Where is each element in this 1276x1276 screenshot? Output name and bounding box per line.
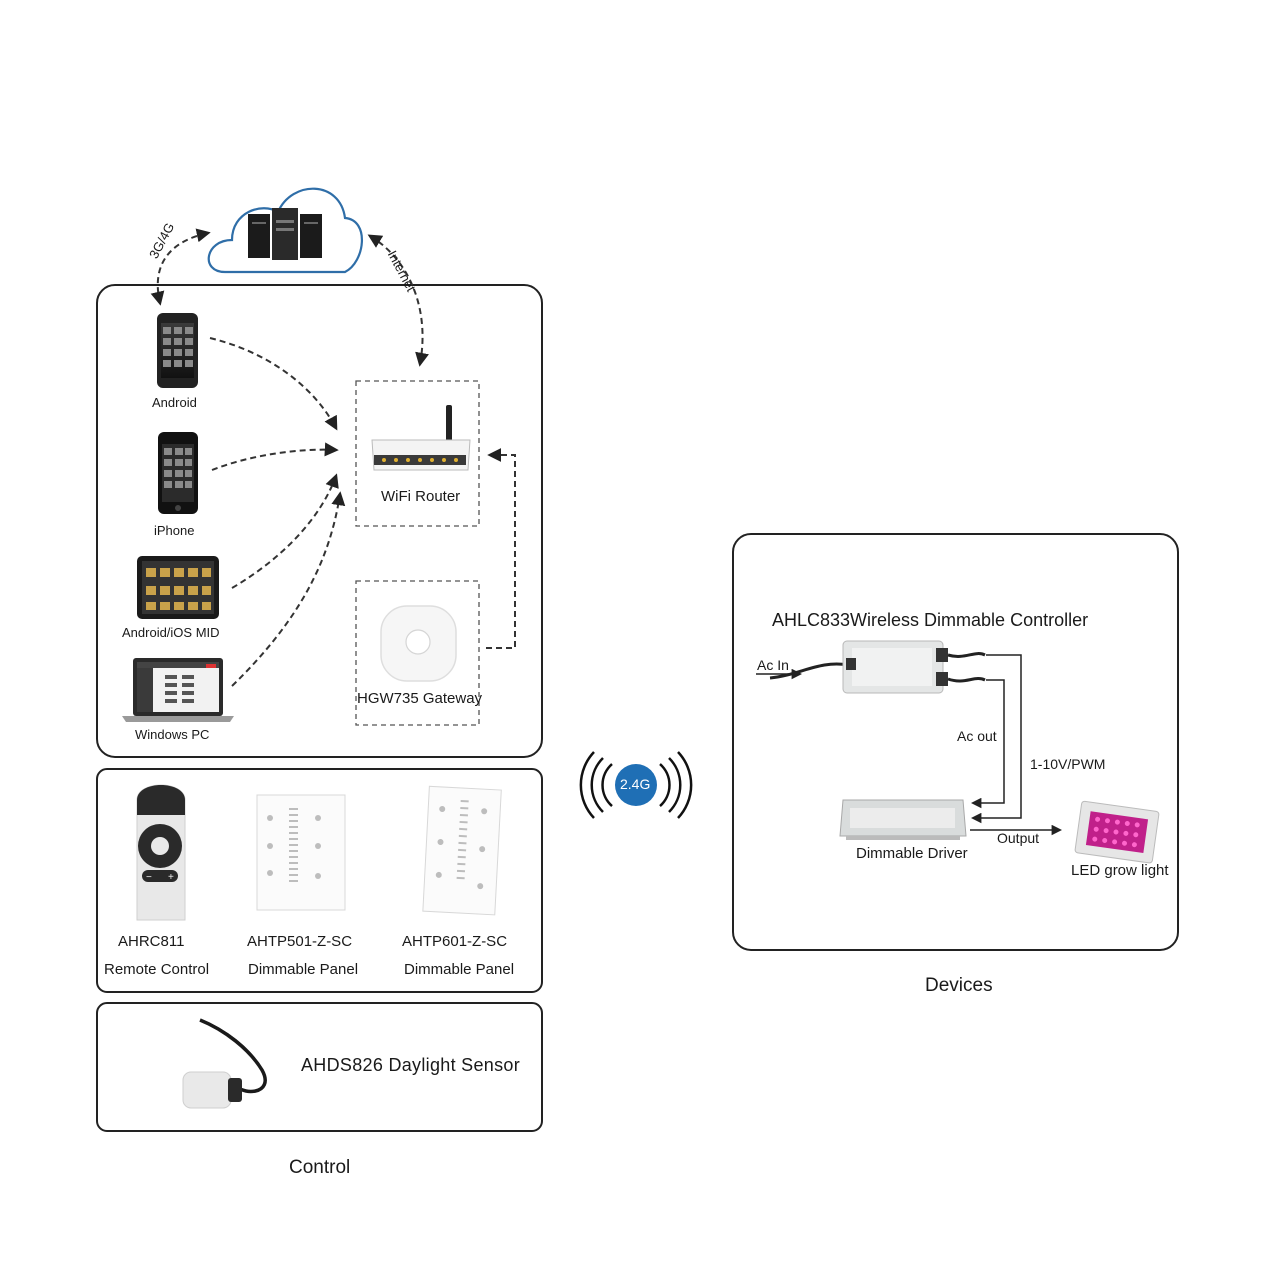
wireless-badge-label: 2.4G <box>620 776 651 792</box>
devices-box <box>732 533 1179 951</box>
svg-text:−: − <box>146 872 152 883</box>
ac-in-label: Ac In <box>757 657 789 673</box>
panel2-desc-label: Dimmable Panel <box>404 961 515 978</box>
signal-wire-arrow <box>970 654 1022 824</box>
mid-link-arrow <box>231 473 339 589</box>
iphone-label: iPhone <box>154 523 195 538</box>
svg-text:+: + <box>168 872 174 883</box>
android-link-arrow <box>209 337 338 431</box>
remote-control-icon: − + <box>136 784 186 921</box>
router-dashed-box <box>355 380 480 527</box>
control-network-box <box>96 284 543 758</box>
mid-label: Android/iOS MID <box>122 625 220 640</box>
panel2-model-label: AHTP601-Z-SC <box>402 933 508 950</box>
wifi-router-label: WiFi Router <box>381 488 461 505</box>
iphone-link-arrow <box>211 442 339 471</box>
tablet-icon <box>137 556 219 619</box>
dimmable-panel-1-icon <box>256 794 346 911</box>
laptop-icon <box>122 658 234 722</box>
sensor-label: AHDS826 Daylight Sensor <box>301 1055 521 1075</box>
control-section-title: Control <box>289 1157 351 1178</box>
server-icon <box>248 208 322 260</box>
controller-icon <box>769 640 986 694</box>
led-label: LED grow light <box>1071 862 1169 879</box>
ac-out-label: Ac out <box>957 728 997 744</box>
gateway-icon <box>380 605 457 682</box>
wifi-router-icon <box>371 405 471 471</box>
remote-desc-label: Remote Control <box>104 961 210 978</box>
android-label: Android <box>152 395 197 410</box>
driver-label: Dimmable Driver <box>856 845 968 862</box>
control-sensor-box <box>96 1002 543 1132</box>
daylight-sensor-icon <box>182 1018 267 1109</box>
iphone-icon <box>158 432 198 514</box>
pc-link-arrow <box>231 491 346 687</box>
ac-out-wire-arrow <box>970 679 1005 809</box>
dimmable-panel-2-icon <box>422 785 502 916</box>
controller-title: AHLC833Wireless Dimmable Controller <box>772 610 1089 630</box>
panel1-desc-label: Dimmable Panel <box>248 961 359 978</box>
gateway-label: HGW735 Gateway <box>357 690 483 707</box>
signal-label: 1-10V/PWM <box>1030 756 1106 772</box>
android-phone-icon <box>157 313 198 388</box>
devices-section-title: Devices <box>925 975 993 996</box>
wireless-signal-icon <box>579 751 693 819</box>
panel1-model-label: AHTP501-Z-SC <box>247 933 353 950</box>
gateway-dashed-box <box>355 580 480 726</box>
pc-label: Windows PC <box>135 727 210 742</box>
remote-model-label: AHRC811 <box>118 933 185 950</box>
dimmable-driver-icon <box>839 799 967 840</box>
control-panels-box <box>96 768 543 993</box>
output-label: Output <box>997 830 1040 846</box>
gateway-router-arrow <box>486 448 516 649</box>
cloud-icon <box>207 187 363 274</box>
led-grow-light-icon <box>1074 800 1160 864</box>
link-3g-arrow <box>150 228 211 306</box>
